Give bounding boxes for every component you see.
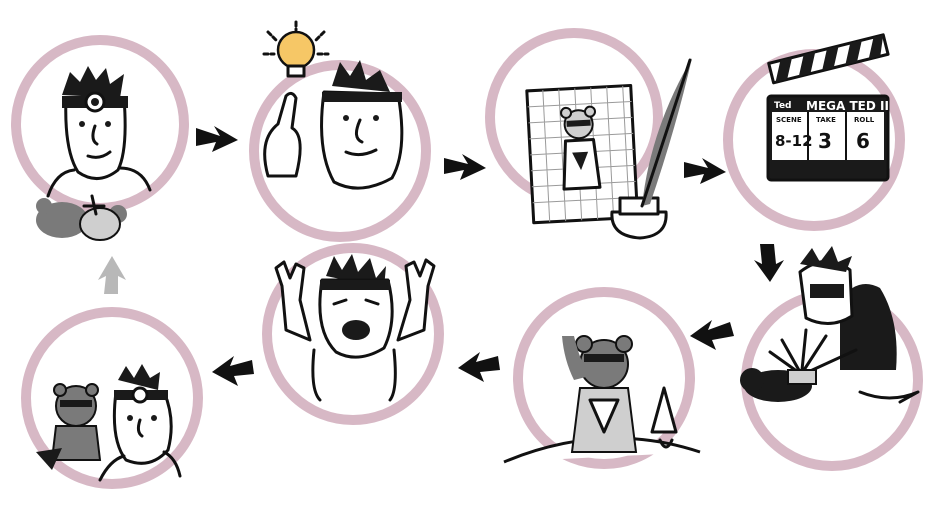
step-1-repair-teddy — [11, 35, 189, 241]
step-4-clapperboard: Ted MEGA TED II SCENE TAKE ROLL 8-12 3 6 — [723, 33, 905, 231]
clapperboard-take-label: TAKE — [816, 116, 836, 124]
step-7-celebrate — [262, 243, 444, 425]
step-8-together — [21, 307, 203, 489]
clapperboard-title: MEGA TED II — [806, 99, 889, 113]
clapperboard-scene-label: SCENE — [776, 116, 802, 124]
clapperboard-brand: Ted — [774, 101, 792, 111]
arrow-step6-to-step7 — [458, 352, 500, 382]
arrow-step7-to-step8 — [212, 356, 254, 386]
step-2-idea — [249, 20, 431, 242]
arrow-step1-to-step2 — [196, 126, 238, 152]
arrow-step2-to-step3 — [444, 154, 486, 180]
man-rock-on-hands-icon — [274, 254, 436, 402]
clapperboard-scene-value: 8-12 — [775, 132, 813, 150]
arrow-step3-to-step4 — [684, 158, 726, 184]
lightbulb-idea-icon — [262, 20, 404, 190]
clapperboard-take-value: 3 — [818, 129, 832, 153]
arrow-step4-to-step5 — [754, 244, 784, 282]
super-teddy-with-rocket-icon — [503, 335, 701, 464]
clapperboard-icon: Ted MEGA TED II SCENE TAKE ROLL 8-12 3 6 — [766, 33, 890, 182]
man-with-teddy-icon — [36, 364, 182, 482]
clapperboard-roll-label: ROLL — [854, 116, 875, 124]
step-5-welding — [740, 246, 923, 471]
man-with-headlamp-holding-torn-teddy-icon — [36, 66, 152, 241]
step-6-super-teddy — [503, 287, 701, 469]
arrow-step8-to-step1 — [98, 256, 126, 294]
step-3-sketch — [485, 28, 692, 240]
clapperboard-roll-value: 6 — [856, 129, 870, 153]
welder-with-mask-icon — [740, 246, 920, 404]
blueprint-and-quill-icon — [525, 58, 692, 240]
arrow-step5-to-step6 — [690, 320, 734, 350]
